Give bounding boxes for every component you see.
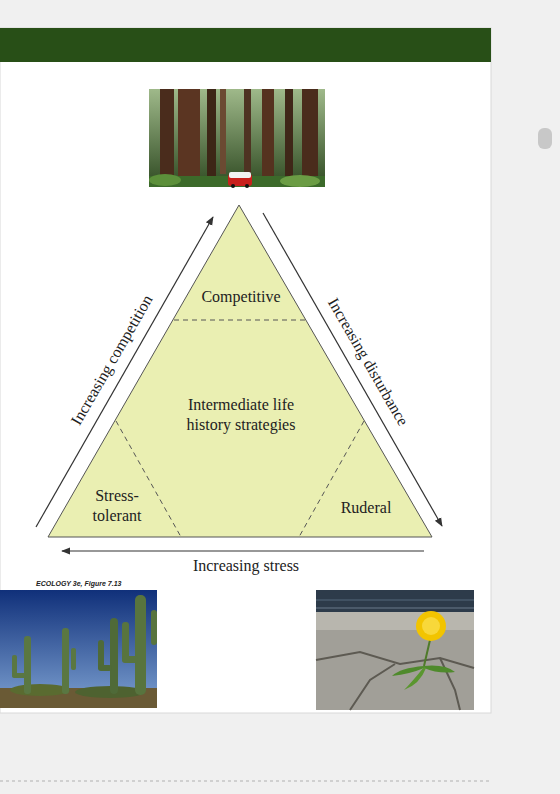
steps-background xyxy=(316,590,474,612)
saguaro-photo xyxy=(0,590,157,708)
cactus-trunk xyxy=(110,618,118,694)
van-roof xyxy=(229,172,251,178)
cactus-arm xyxy=(151,610,157,645)
header-bar xyxy=(0,28,491,62)
photo-background xyxy=(316,590,474,710)
photo-background xyxy=(0,590,157,708)
photo-background xyxy=(149,89,325,187)
flower-stem xyxy=(424,640,430,666)
cactus-arm xyxy=(71,648,76,670)
strategy-region: Ruderal xyxy=(321,498,411,518)
cactus-arm xyxy=(12,673,26,678)
strategy-region: Intermediate life history strategies xyxy=(185,395,297,435)
cactus-arm xyxy=(98,665,112,671)
gradient-arrow xyxy=(263,213,442,526)
dandelion-photo xyxy=(316,590,474,710)
slide-panel xyxy=(0,28,491,713)
gradient-arrow xyxy=(62,550,424,551)
tree-trunk xyxy=(207,89,216,177)
fern xyxy=(149,174,181,186)
tree-trunk xyxy=(244,89,251,175)
step-edge xyxy=(316,608,474,609)
gradient-arrow xyxy=(36,217,213,527)
pavement-crack xyxy=(316,652,474,668)
axis-label: Increasing stress xyxy=(193,557,299,575)
tree-trunk xyxy=(220,89,226,174)
dandelion-leaf xyxy=(424,666,455,673)
dandelion-flower xyxy=(416,611,446,641)
cactus-trunk xyxy=(62,628,69,694)
cactus-trunk xyxy=(24,636,31,694)
strategy-region: Competitive xyxy=(181,287,301,307)
pavement-crack xyxy=(350,664,395,710)
axis-label: Increasing disturbance xyxy=(324,295,412,429)
axis-label: Increasing competition xyxy=(67,292,156,428)
cactus-arm xyxy=(122,656,138,663)
van-wheel xyxy=(231,184,235,188)
pavement-crack xyxy=(440,658,460,710)
region-divider xyxy=(299,421,364,537)
tree-trunk xyxy=(178,89,200,181)
region-label: Ruderal xyxy=(321,498,411,518)
tree-trunk xyxy=(285,89,293,177)
tree-trunk xyxy=(160,89,174,179)
redwood-photo xyxy=(149,89,325,188)
region-label: Competitive xyxy=(181,287,301,307)
cactus-trunk xyxy=(135,595,146,695)
csr-triangle xyxy=(48,205,432,537)
dandelion-leaf xyxy=(404,667,426,690)
scrollbar-thumb xyxy=(538,128,552,149)
shrub xyxy=(10,684,70,696)
region-label: Stress-tolerant xyxy=(84,486,150,526)
figure-credit: ECOLOGY 3e, Figure 7.13 xyxy=(36,580,121,588)
strategy-region: Stress-tolerant xyxy=(84,486,150,526)
flower-center xyxy=(422,617,440,635)
fern xyxy=(280,175,320,187)
paving-stone xyxy=(316,612,474,630)
region-divider xyxy=(174,320,305,321)
tree-trunk xyxy=(262,89,274,179)
step-edge xyxy=(316,600,474,601)
region-label: Intermediate life history strategies xyxy=(185,395,297,435)
van-wheel xyxy=(245,184,249,188)
divider-line xyxy=(0,781,490,782)
tree-trunk xyxy=(302,89,318,181)
